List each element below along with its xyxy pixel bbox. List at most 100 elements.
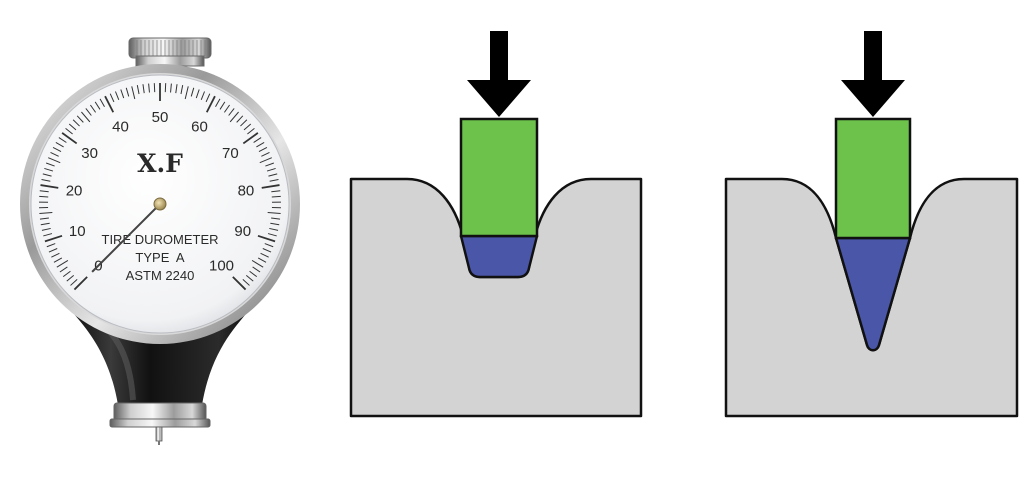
minor-tick <box>247 127 255 135</box>
indenter-body <box>459 117 539 238</box>
dial-number: 100 <box>209 258 234 275</box>
minor-tick <box>271 190 281 193</box>
minor-tick <box>148 83 150 93</box>
minor-tick <box>252 266 261 273</box>
minor-tick <box>266 167 276 172</box>
force-arrow <box>467 31 531 117</box>
major-tick <box>104 95 115 113</box>
minor-tick <box>223 104 230 113</box>
minor-tick <box>270 222 280 226</box>
minor-tick <box>142 84 145 94</box>
minor-tick <box>269 227 279 231</box>
minor-tick <box>251 260 264 268</box>
minor-tick <box>260 252 269 258</box>
minor-tick <box>56 260 69 268</box>
minor-tick <box>68 123 77 131</box>
model-line-3: ASTM 2240 <box>126 268 195 283</box>
brand-label: X.F <box>137 149 183 178</box>
major-tick <box>261 184 280 189</box>
indenter-body <box>834 117 912 240</box>
minor-tick <box>190 87 195 97</box>
model-line-2: TYPE A <box>135 250 184 265</box>
minor-tick <box>264 243 274 248</box>
indenter-tip <box>834 236 912 352</box>
minor-tick <box>85 108 92 116</box>
minor-tick <box>271 217 281 220</box>
minor-tick <box>48 248 58 253</box>
minor-tick <box>195 89 200 99</box>
minor-tick <box>257 257 267 263</box>
minor-tick <box>125 87 130 97</box>
minor-tick <box>52 146 62 153</box>
dial-number: 90 <box>234 223 251 240</box>
minor-tick <box>41 227 51 231</box>
minor-tick <box>245 275 254 282</box>
minor-tick <box>39 190 49 193</box>
minor-tick <box>262 248 272 253</box>
major-tick <box>205 95 216 113</box>
minor-tick <box>50 152 59 157</box>
dial-number: 50 <box>152 109 169 126</box>
minor-tick <box>258 146 268 153</box>
major-tick <box>242 132 259 145</box>
minor-tick <box>42 173 52 177</box>
minor-tick <box>267 211 281 214</box>
minor-tick <box>229 111 239 123</box>
dial-number: 40 <box>112 118 129 135</box>
minor-tick <box>256 141 265 148</box>
minor-tick <box>90 104 97 113</box>
dial-number: 80 <box>238 182 255 199</box>
minor-tick <box>219 101 226 110</box>
minor-tick <box>66 275 75 282</box>
minor-tick <box>228 108 235 116</box>
minor-tick <box>268 173 278 177</box>
minor-tick <box>240 119 248 127</box>
dial-number: 10 <box>69 223 86 240</box>
minor-tick <box>271 195 281 198</box>
major-tick <box>232 276 247 291</box>
major-tick <box>44 234 63 243</box>
minor-tick <box>200 91 206 101</box>
minor-tick <box>215 98 221 107</box>
minor-tick <box>170 83 172 93</box>
minor-tick <box>242 279 250 286</box>
dial-number: 20 <box>66 182 83 199</box>
minor-tick <box>45 162 55 167</box>
minor-tick <box>259 157 272 164</box>
dial-number: 60 <box>191 118 208 135</box>
minor-tick <box>51 252 60 258</box>
minor-tick <box>267 233 277 237</box>
minor-tick <box>265 162 275 167</box>
indenter-tip <box>459 234 539 279</box>
minor-tick <box>62 270 71 278</box>
minor-tick <box>39 217 49 220</box>
minor-tick <box>40 222 50 226</box>
minor-tick <box>94 101 101 110</box>
minor-tick <box>249 270 258 278</box>
minor-tick <box>109 93 115 103</box>
minor-tick <box>99 98 105 107</box>
minor-tick <box>136 85 140 95</box>
indentation-diagram-truncated <box>349 31 643 418</box>
major-tick <box>40 184 59 189</box>
minor-tick <box>205 93 211 103</box>
dial-face: 0102030405060708090100 X.F TIRE DUROMETE… <box>39 83 281 291</box>
gauge-needle <box>91 203 161 273</box>
indentation-diagram-sharp <box>724 31 1019 418</box>
minor-tick <box>46 243 56 248</box>
minor-tick <box>70 279 78 286</box>
minor-tick <box>43 233 53 237</box>
major-tick <box>257 234 276 243</box>
minor-tick <box>72 119 80 127</box>
minor-tick <box>39 195 49 198</box>
minor-tick <box>269 178 279 182</box>
minor-tick <box>53 257 63 263</box>
needle-hub <box>153 197 167 211</box>
minor-tick <box>48 157 61 164</box>
minor-tick <box>58 137 67 143</box>
major-tick <box>61 132 78 145</box>
minor-tick <box>55 141 64 148</box>
model-line-1: TIRE DUROMETER <box>102 232 219 247</box>
dial-number: 30 <box>81 145 98 162</box>
